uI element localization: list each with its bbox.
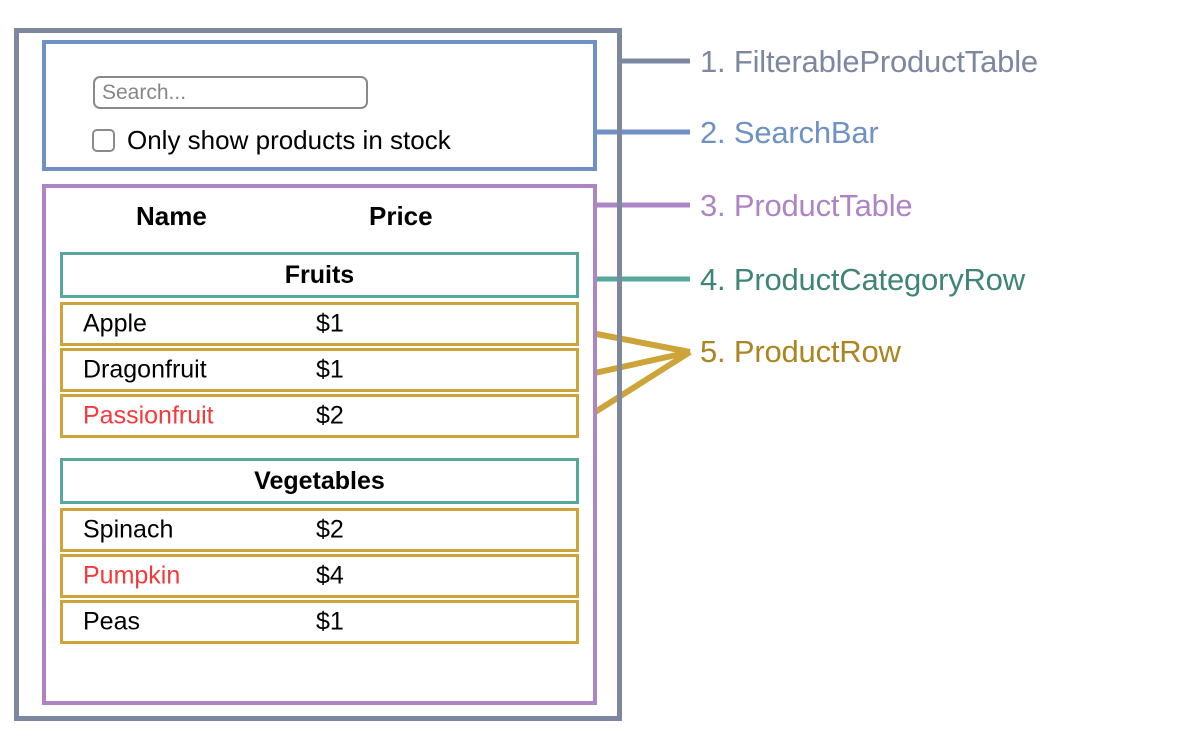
product-row: Pumpkin $4 — [60, 554, 579, 598]
product-category-row: Vegetables — [60, 458, 579, 504]
column-header-name: Name — [136, 200, 207, 231]
legend-number: 3. — [700, 188, 734, 223]
product-price: $1 — [316, 309, 344, 338]
legend-label: ProductTable — [733, 188, 913, 223]
product-price: $1 — [316, 355, 344, 384]
legend-label: ProductRow — [733, 334, 901, 369]
product-table: Name Price Fruits Apple $1 Dragonfruit $… — [42, 184, 597, 705]
product-row: Apple $1 — [60, 302, 579, 346]
search-input[interactable] — [93, 76, 368, 109]
group-spacer — [60, 440, 579, 458]
in-stock-checkbox-label: Only show products in stock — [127, 125, 451, 155]
product-row: Passionfruit $2 — [60, 394, 579, 438]
legend-item-search-bar: 2. SearchBar — [700, 117, 879, 148]
product-name: Peas — [83, 607, 140, 636]
product-category-label: Fruits — [284, 260, 355, 289]
legend-item-filterable-product-table: 1. FilterableProductTable — [700, 46, 1038, 77]
legend-item-product-table: 3. ProductTable — [700, 188, 913, 223]
legend-label: FilterableProductTable — [733, 44, 1038, 79]
search-bar: Only show products in stock — [42, 40, 597, 171]
product-price: $4 — [316, 561, 344, 590]
product-name: Dragonfruit — [83, 355, 207, 384]
legend-label: ProductCategoryRow — [733, 262, 1025, 297]
product-name: Spinach — [83, 515, 174, 544]
product-category-row: Fruits — [60, 252, 579, 298]
legend-number: 5. — [700, 334, 734, 369]
legend-label: SearchBar — [733, 115, 879, 150]
legend-number: 4. — [700, 262, 734, 297]
legend-item-product-category-row: 4. ProductCategoryRow — [700, 264, 1025, 295]
filterable-product-table-frame — [14, 28, 622, 721]
product-table-header: Name Price — [46, 196, 593, 236]
legend-number: 1. — [700, 44, 734, 79]
product-price: $2 — [316, 401, 344, 430]
product-table-body: Fruits Apple $1 Dragonfruit $1 Passionfr… — [60, 252, 579, 646]
product-price: $2 — [316, 515, 344, 544]
legend-item-product-row: 5. ProductRow — [700, 336, 901, 367]
in-stock-checkbox[interactable] — [92, 128, 115, 152]
product-price: $1 — [316, 607, 344, 636]
in-stock-filter[interactable]: Only show products in stock — [92, 127, 451, 153]
column-header-price: Price — [369, 200, 433, 231]
product-row: Dragonfruit $1 — [60, 348, 579, 392]
product-name: Pumpkin — [83, 561, 181, 590]
product-row: Peas $1 — [60, 600, 579, 644]
product-row: Spinach $2 — [60, 508, 579, 552]
product-category-label: Vegetables — [254, 466, 385, 495]
product-name: Passionfruit — [83, 401, 214, 430]
product-name: Apple — [83, 309, 147, 338]
legend-number: 2. — [700, 115, 734, 150]
